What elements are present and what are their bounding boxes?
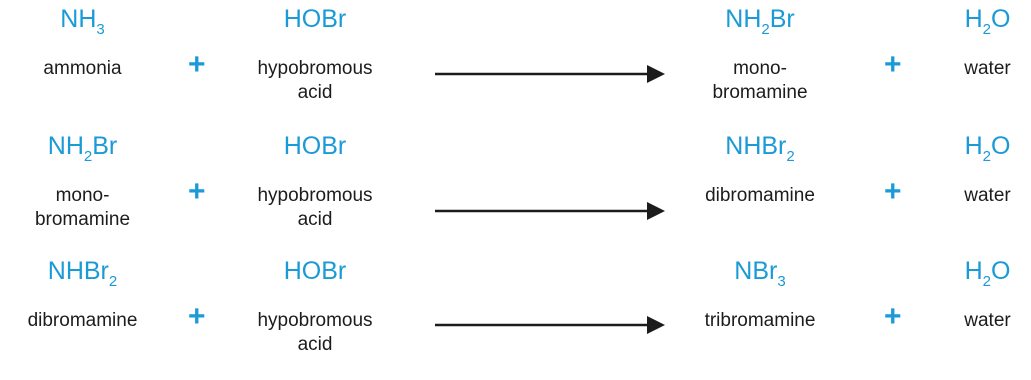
reaction-arrow — [435, 65, 665, 83]
product2-formula: H2O — [964, 5, 1011, 38]
product1-name: dibromamine — [705, 185, 815, 206]
product1-formula: NH2Br — [725, 5, 795, 38]
reactant2-formula: HOBr — [283, 5, 347, 33]
reactant1-formula: NH2Br — [47, 132, 118, 165]
product1-compound: NH2Br mono-bromamine — [680, 4, 840, 105]
reactant1-formula: NHBr2 — [47, 257, 118, 290]
plus-sign: + — [188, 48, 206, 81]
product2-compound: H2O water — [944, 4, 1031, 81]
product2-name: water — [964, 310, 1011, 331]
product1-name: tribromamine — [704, 310, 816, 331]
product2-formula: H2O — [964, 132, 1011, 165]
product1-name: mono-bromamine — [712, 58, 808, 103]
plus-sign: + — [884, 175, 902, 208]
product1-compound: NHBr2 dibromamine — [680, 131, 840, 208]
plus-sign: + — [884, 48, 902, 81]
product2-formula: H2O — [964, 257, 1011, 290]
product1-formula: NBr3 — [734, 257, 786, 290]
product2-compound: H2O water — [944, 256, 1031, 333]
reactant1-formula: NH3 — [60, 5, 105, 38]
plus-sign: + — [188, 300, 206, 333]
reactant1-name: mono-bromamine — [34, 185, 131, 230]
product1-compound: NBr3 tribromamine — [680, 256, 840, 333]
reaction-arrow — [435, 202, 665, 220]
reactant1-compound: NH2Br mono-bromamine — [0, 131, 165, 232]
reactant1-compound: NH3 ammonia — [0, 4, 165, 81]
product2-name: water — [964, 185, 1011, 206]
reactant2-formula: HOBr — [283, 257, 347, 285]
reaction-arrow — [435, 316, 665, 334]
reactant1-name: dibromamine — [27, 310, 138, 331]
reactant2-formula: HOBr — [283, 132, 347, 160]
product2-name: water — [964, 58, 1011, 79]
product1-formula: NHBr2 — [725, 132, 795, 165]
plus-sign: + — [884, 300, 902, 333]
reactant1-name: ammonia — [43, 58, 122, 79]
plus-sign: + — [188, 175, 206, 208]
reactant1-compound: NHBr2 dibromamine — [0, 256, 165, 333]
product2-compound: H2O water — [944, 131, 1031, 208]
